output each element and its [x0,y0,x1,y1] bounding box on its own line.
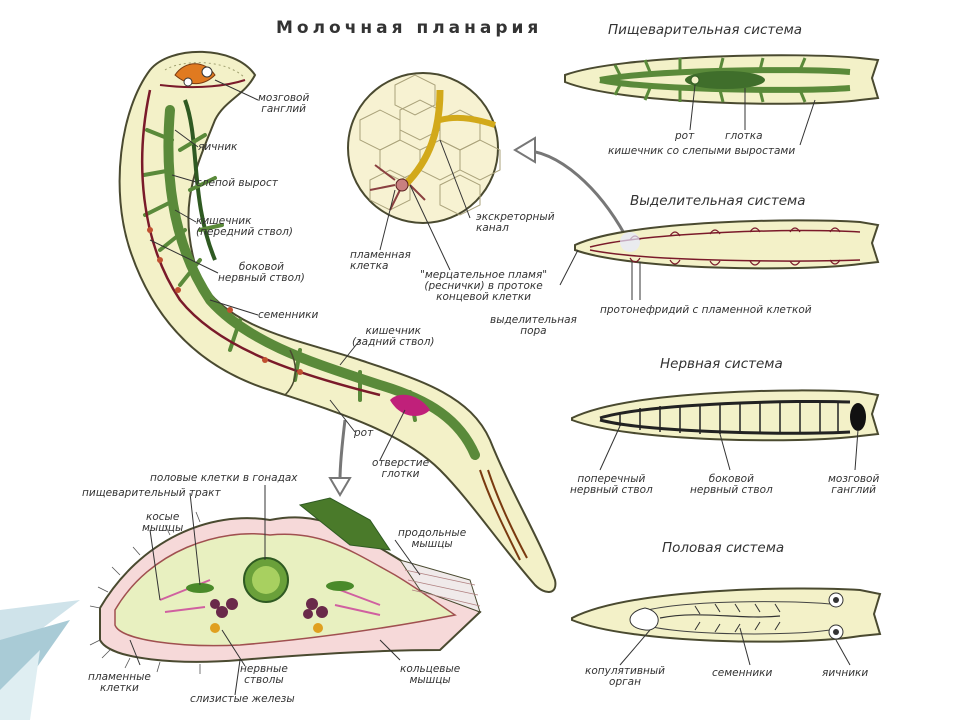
protonephridium-label: протонефридий с пламенной клеткой [600,304,812,316]
nerve-trunks-label: нервные стволы [240,663,288,686]
digestive-system-title: Пищеварительная система [608,22,803,38]
digestive-pharynx-label: глотка [725,130,763,142]
digestive-tract-label: пищеварительный тракт [82,487,221,499]
flame-cilia-label: "мерцательное пламя" (реснички) в проток… [420,269,548,303]
excretory-canal-label: экскреторный канал [476,211,555,234]
reproductive-system-title: Половая система [662,540,785,556]
body-brain-label: мозговой ганглий [258,92,310,115]
excretory-system-title: Выделительная система [630,193,806,209]
nervous-system-title: Нервная система [660,356,783,372]
transverse-nerve-label: поперечный нервный ствол [570,473,653,496]
gonad-cells-label: половые клетки в гонадах [150,472,298,484]
excretory-system-figure [559,219,880,300]
body-mouth-label: рот [354,427,374,439]
leader-lines [129,79,471,696]
body-pharynx-opening-label: отверстие глотки [372,457,430,480]
testes-label-right: семенники [712,667,773,679]
body-intestine-front-label: кишечник (передний ствол) [196,215,293,238]
lateral-nerve-label: боковой нервный ствол [690,473,773,496]
slide-corner-decoration [0,600,80,720]
cross-section-figure [89,497,482,674]
flame-cells-section-label: пламенные клетки [88,671,151,694]
longitudinal-muscles-label: продольные мышцы [398,527,467,550]
excretory-pore-label: выделительная пора [490,314,577,337]
body-ovary-label: яичник [198,141,238,153]
flame-cell-label: пламенная клетка [350,249,411,272]
body-lateral-nerve-label: боковой нервный ствол) [218,261,305,284]
magnified-cell-detail [347,72,501,224]
ring-muscles-label: кольцевые мышцы [400,663,461,686]
arrow-to-cross-section [338,419,347,481]
digestive-system-figure [564,54,880,146]
digestive-mouth-label: рот [675,130,695,142]
body-intestine-back-label: кишечник (задний ствол) [352,325,435,348]
copulatory-organ-label: копулятивный орган [585,665,665,688]
nervous-system-figure [571,389,880,471]
body-blind-label: слепой вырост [196,177,278,189]
reproductive-system-figure [571,587,882,666]
oblique-muscles-label: косые мышцы [142,511,184,534]
planarian-body [118,50,557,593]
ovaries-label: яичники [822,667,869,679]
body-testes-label: семенники [258,309,319,321]
digestive-intestine-label: кишечник со слепыми выростами [608,145,796,157]
mucous-glands-label: слизистые железы [190,693,295,705]
brain-ganglion-label-right: мозговой ганглий [828,473,880,496]
page-title: Молочная планария [276,18,543,38]
